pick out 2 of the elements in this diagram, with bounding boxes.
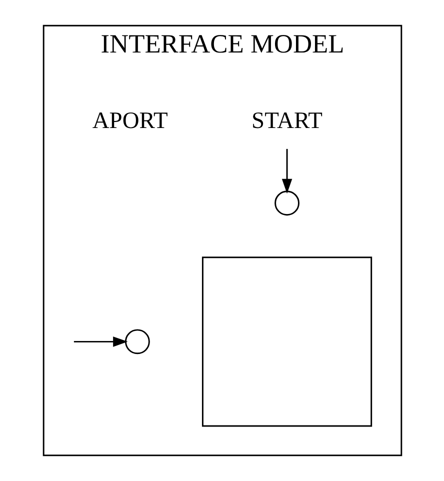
node-text: START	[251, 108, 322, 134]
node-text: APORT	[92, 108, 168, 134]
